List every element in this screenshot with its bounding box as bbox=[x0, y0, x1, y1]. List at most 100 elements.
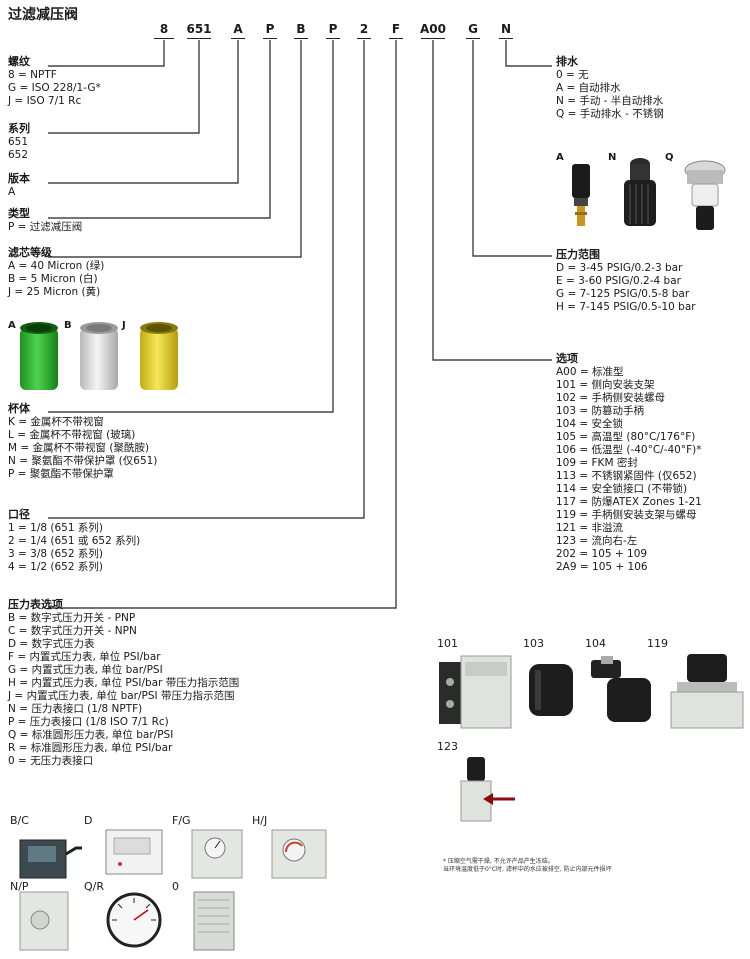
code-options: A00 bbox=[420, 22, 446, 36]
list-item: 3 = 3/8 (652 系列) bbox=[8, 548, 103, 560]
list-item: M = 金属杯不带视窗 (聚酰胺) bbox=[8, 442, 150, 454]
list-item: J = 25 Micron (黄) bbox=[8, 286, 101, 298]
option-label-101: 101 bbox=[437, 637, 458, 650]
section-pressure: 压力范围 D = 3-45 PSIG/0.2-3 bar E = 3-60 PS… bbox=[556, 248, 696, 314]
section-gauge: 压力表选项 B = 数字式压力开关 - PNP C = 数字式压力开关 - NP… bbox=[8, 598, 239, 768]
gauge-label-np: N/P bbox=[10, 880, 29, 893]
list-item: 119 = 手柄侧安装支架与螺母 bbox=[556, 509, 697, 521]
list-item: G = 7-125 PSIG/0.5-8 bar bbox=[556, 288, 690, 300]
gauge-label-bc: B/C bbox=[10, 814, 29, 827]
filter-label-a: A bbox=[8, 320, 16, 331]
option-label-119: 119 bbox=[647, 637, 668, 650]
section-thread: 螺纹 8 = NPTF G = ISO 228/1-G* J = ISO 7/1… bbox=[8, 55, 101, 108]
footnote-line: * 压缩空气需干燥, 不允许产品产生冻结。 bbox=[443, 858, 554, 865]
list-item: 103 = 防篡动手柄 bbox=[556, 405, 645, 417]
list-item: D = 3-45 PSIG/0.2-3 bar bbox=[556, 262, 683, 274]
list-item: Q = 标准圆形压力表, 单位 bar/PSI bbox=[8, 729, 174, 741]
section-series: 系列 651 652 bbox=[8, 122, 30, 162]
list-item: C = 数字式压力开关 - NPN bbox=[8, 625, 137, 637]
list-item: 1 = 1/8 (651 系列) bbox=[8, 522, 103, 534]
option-label-104: 104 bbox=[585, 637, 606, 650]
section-heading: 压力范围 bbox=[556, 248, 600, 261]
section-options: 选项 A00 = 标准型 101 = 侧向安装支架 102 = 手柄侧安装螺母 … bbox=[556, 352, 702, 574]
list-item: 105 = 高温型 (80°C/176°F) bbox=[556, 431, 696, 443]
gauge-label-hj: H/J bbox=[252, 814, 268, 827]
list-item: 652 bbox=[8, 149, 29, 161]
section-type: 类型 P = 过滤减压阀 bbox=[8, 207, 82, 234]
list-item: 2 = 1/4 (651 或 652 系列) bbox=[8, 535, 141, 547]
drain-label-q: Q bbox=[665, 152, 674, 163]
list-item: A = 40 Micron (绿) bbox=[8, 260, 105, 272]
code-drain: N bbox=[500, 22, 512, 36]
section-heading: 排水 bbox=[556, 55, 578, 68]
list-item: 4 = 1/2 (652 系列) bbox=[8, 561, 103, 573]
option-images bbox=[439, 654, 744, 729]
list-item: 651 bbox=[8, 136, 29, 148]
filter-elements-image bbox=[20, 322, 178, 390]
gauge-images bbox=[19, 829, 327, 951]
list-item: 102 = 手柄侧安装螺母 bbox=[556, 392, 666, 404]
list-item: 101 = 侧向安装支架 bbox=[556, 379, 655, 391]
list-item: D = 数字式压力表 bbox=[8, 638, 95, 650]
list-item: 121 = 非溢流 bbox=[556, 522, 624, 534]
list-item: N = 压力表接口 (1/8 NPTF) bbox=[8, 703, 143, 715]
code-gauge: F bbox=[391, 22, 401, 36]
list-item: 0 = 无 bbox=[556, 69, 589, 81]
section-heading: 选项 bbox=[556, 352, 578, 365]
page-title: 过滤减压阀 bbox=[8, 7, 78, 23]
list-item: 117 = 防爆ATEX Zones 1-21 bbox=[556, 496, 702, 508]
list-item: 104 = 安全锁 bbox=[556, 418, 624, 430]
section-heading: 滤芯等级 bbox=[8, 246, 52, 259]
code-thread: 8 bbox=[159, 22, 169, 36]
filter-label-b: B bbox=[64, 320, 72, 331]
code-port: 2 bbox=[359, 22, 369, 36]
list-item: A bbox=[8, 186, 16, 198]
code-series: 651 bbox=[186, 22, 212, 36]
section-heading: 口径 bbox=[8, 508, 30, 521]
list-item: E = 3-60 PSIG/0.2-4 bar bbox=[556, 275, 681, 287]
section-heading: 螺纹 bbox=[8, 55, 30, 68]
list-item: B = 数字式压力开关 - PNP bbox=[8, 612, 136, 624]
option-label-123: 123 bbox=[437, 740, 458, 753]
footnote-line: 当环境温度低于0°C时, 滤杯中的水应被排空, 防止内部元件损坏 bbox=[443, 866, 612, 873]
list-item: Q = 手动排水 - 不锈钢 bbox=[556, 108, 664, 120]
gauge-label-fg: F/G bbox=[172, 814, 191, 827]
list-item: N = 聚氨酯不带保护罩 (仅651) bbox=[8, 455, 158, 467]
list-item: R = 标准圆形压力表, 单位 PSI/bar bbox=[8, 742, 173, 754]
code-pressure: G bbox=[468, 22, 478, 36]
list-item: 0 = 无压力表接口 bbox=[8, 755, 94, 767]
list-item: P = 聚氨酯不带保护罩 bbox=[8, 468, 114, 480]
section-heading: 版本 bbox=[8, 172, 30, 185]
list-item: P = 压力表接口 (1/8 ISO 7/1 Rc) bbox=[8, 716, 169, 728]
list-item: J = 内置式压力表, 单位 bar/PSI 带压力指示范围 bbox=[8, 690, 235, 702]
list-item: 109 = FKM 密封 bbox=[556, 457, 638, 469]
list-item: P = 过滤减压阀 bbox=[8, 221, 83, 233]
code-type: P bbox=[265, 22, 275, 36]
list-item: 114 = 安全锁接口 (不带锁) bbox=[556, 483, 688, 495]
section-version: 版本 A bbox=[8, 172, 30, 199]
drain-images bbox=[572, 158, 726, 230]
gauge-label-0: 0 bbox=[172, 880, 179, 893]
list-item: K = 金属杯不带视窗 bbox=[8, 416, 104, 428]
list-item: 106 = 低温型 (-40°C/-40°F)* bbox=[556, 444, 702, 456]
section-heading: 压力表选项 bbox=[8, 598, 63, 611]
section-heading: 系列 bbox=[8, 122, 30, 135]
list-item: H = 7-145 PSIG/0.5-10 bar bbox=[556, 301, 696, 313]
list-item: 2A9 = 105 + 106 bbox=[556, 561, 648, 573]
list-item: F = 内置式压力表, 单位 PSI/bar bbox=[8, 651, 161, 663]
list-item: A00 = 标准型 bbox=[556, 366, 624, 378]
drain-label-n: N bbox=[608, 152, 617, 163]
list-item: B = 5 Micron (白) bbox=[8, 273, 98, 285]
list-item: 123 = 流向右-左 bbox=[556, 535, 638, 547]
list-item: G = 内置式压力表, 单位 bar/PSI bbox=[8, 664, 163, 676]
section-heading: 类型 bbox=[8, 207, 30, 220]
footnote: * 压缩空气需干燥, 不允许产品产生冻结。 当环境温度低于0°C时, 滤杯中的水… bbox=[443, 858, 612, 874]
list-item: J = ISO 7/1 Rc bbox=[8, 95, 82, 107]
option-123-image bbox=[460, 757, 515, 822]
section-heading: 杯体 bbox=[8, 402, 30, 415]
gauge-label-qr: Q/R bbox=[84, 880, 105, 893]
option-label-103: 103 bbox=[523, 637, 544, 650]
filter-label-j: J bbox=[122, 320, 126, 331]
code-filter: B bbox=[296, 22, 306, 36]
